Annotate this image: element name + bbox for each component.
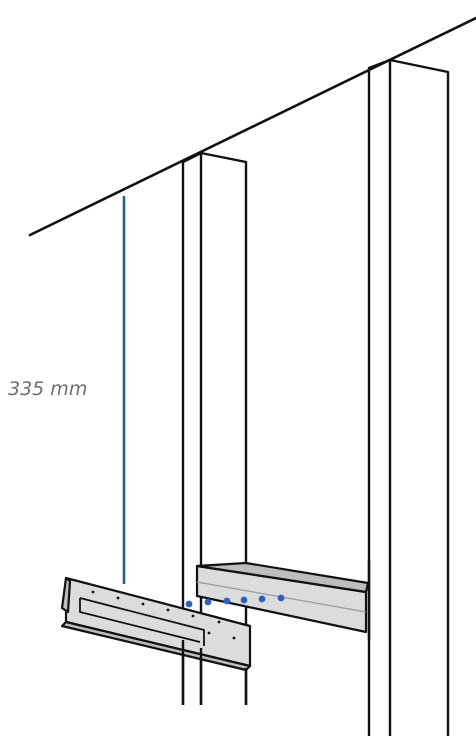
alignment-dots <box>185 594 285 608</box>
front-bracket <box>60 576 252 672</box>
middle-stud-lower <box>181 640 248 705</box>
right-stud <box>367 58 450 736</box>
dimension-label: 335 mm <box>8 378 88 400</box>
ceiling-line <box>28 16 476 237</box>
